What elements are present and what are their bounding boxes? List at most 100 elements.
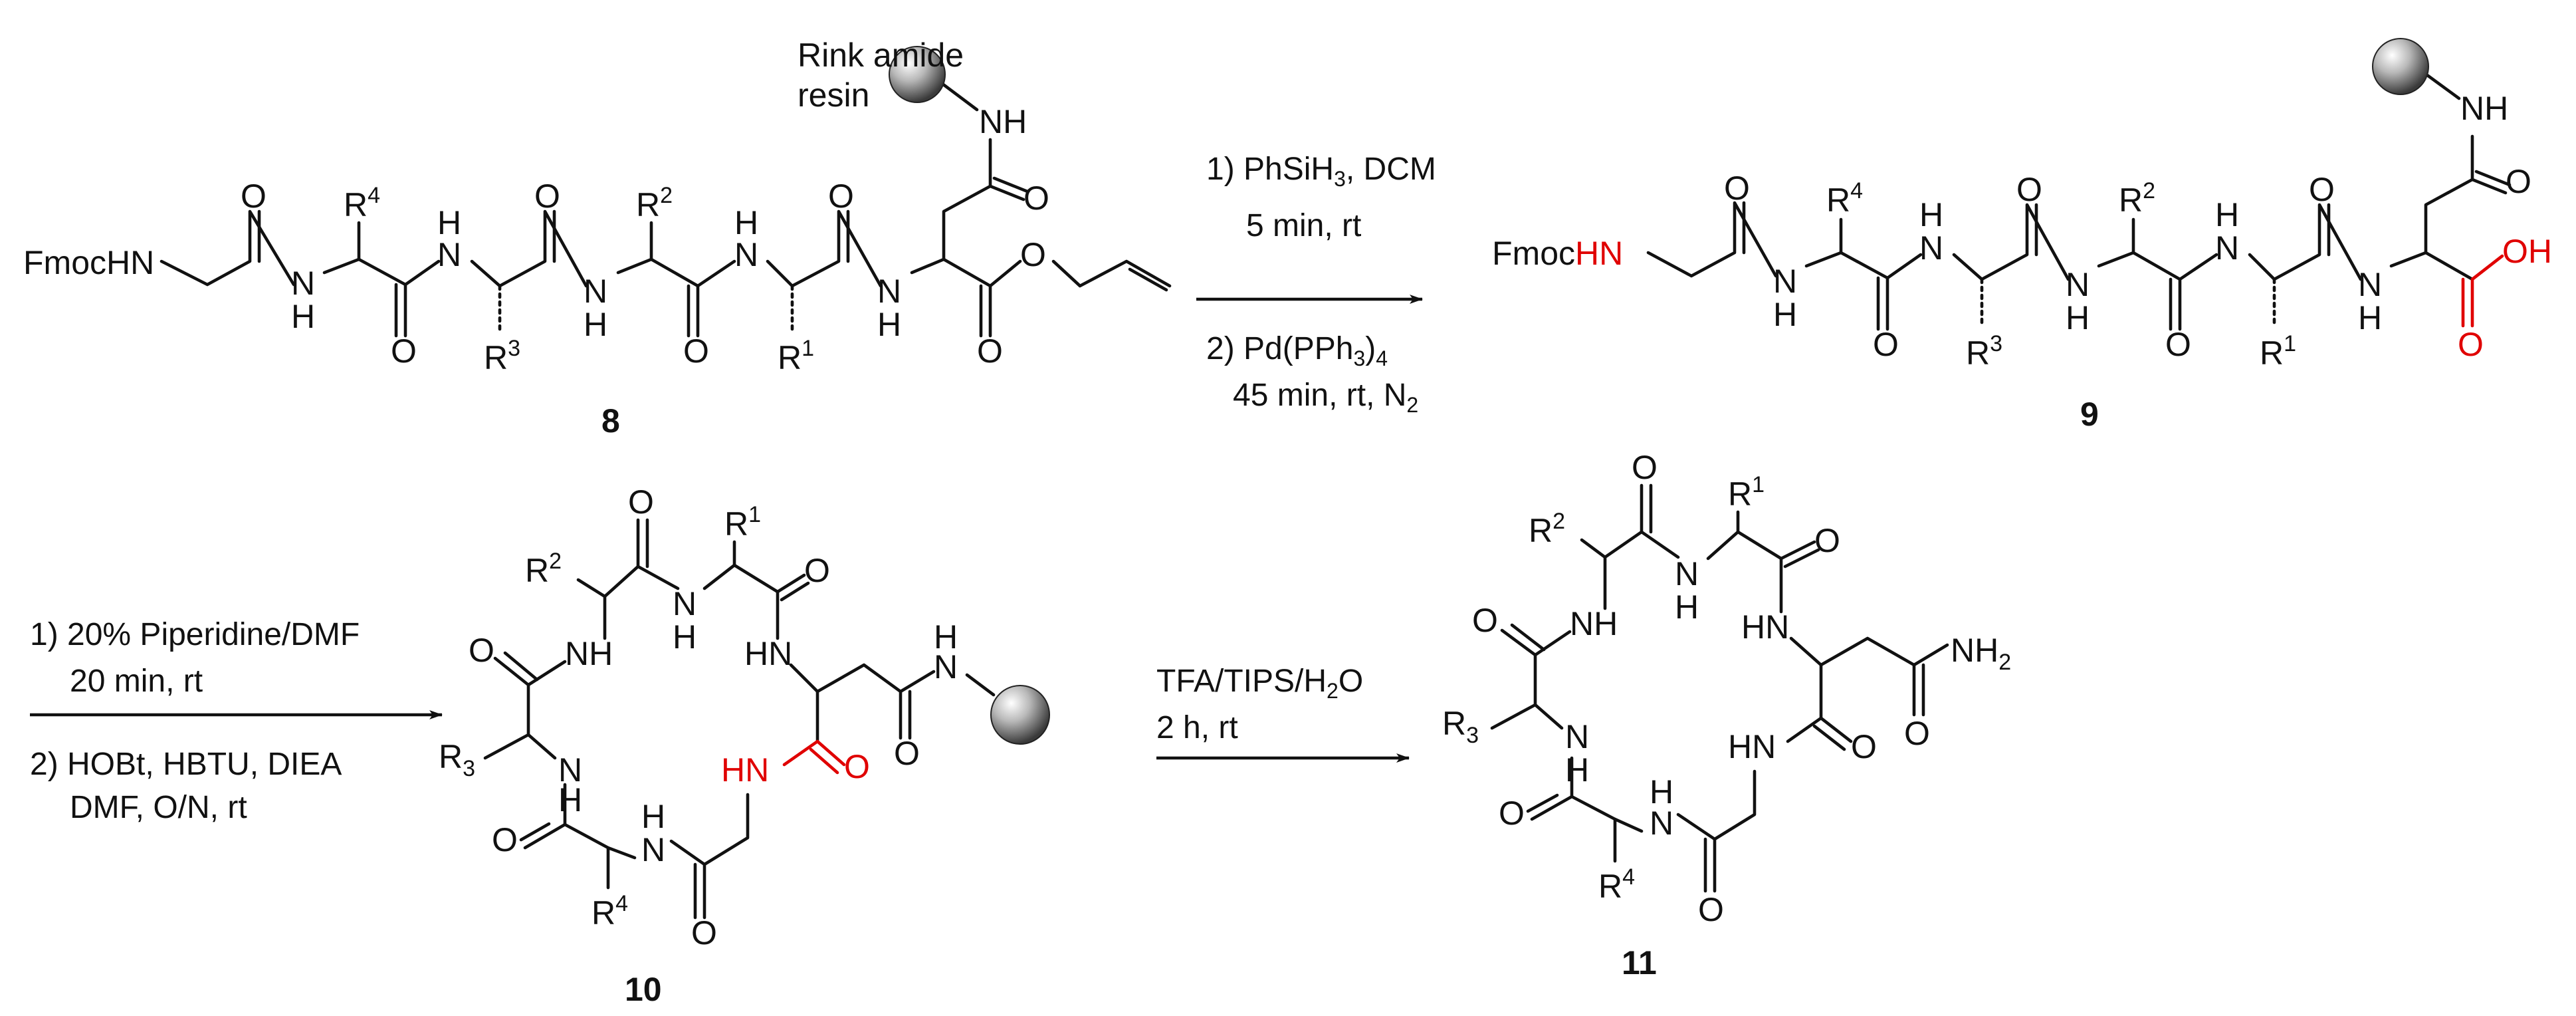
n-9-4: N [2215,229,2239,267]
o-8-5: O [828,178,854,215]
nh-9-side: NH [2460,90,2508,127]
r1-label-9: R1 [2260,331,2296,372]
h-9-1: H [1773,296,1797,333]
step1-line4: 45 min, rt, N2 [1233,378,1418,417]
n-8-5: N [877,273,901,310]
reaction-step-2: 1) 20% Piperidine/DMF 20 min, rt 2) HOBt… [30,617,443,825]
o-8-4: O [683,332,709,370]
r3-label-9: R3 [1966,331,2002,372]
r4-label-9: R4 [1826,178,1863,219]
h-8-4: H [734,204,758,241]
o-8-1: O [241,178,267,215]
o-8-ester: O [1020,236,1046,273]
fmoc-hn-8: FmocHN [23,244,154,281]
o-11-left-bottom: O [1499,795,1525,832]
o-9-3: O [2016,171,2042,208]
o-9-5: O [2309,171,2335,208]
n-9-2: N [1919,229,1943,267]
o-10-r1: O [804,552,830,589]
h-8-1: H [291,298,315,335]
o-11-right: O [1851,728,1877,765]
r2-label-9: R2 [2119,178,2155,219]
o-8-6: O [977,332,1003,370]
hn-10-1: HN [744,635,792,672]
compound-11: R2 O N H R1 O HN O NH2 O HN O H N R4 [1442,449,2011,981]
h-10-left: H [558,781,582,819]
step3-line1: TFA/TIPS/H2O [1156,664,1363,703]
compound-label-8: 8 [601,402,620,440]
o-9-1: O [1724,170,1750,207]
o-11-top: O [1632,449,1658,486]
h-10-1: H [673,618,697,656]
fmoc-9: FmocHN [1492,235,1623,272]
r3-label-10: R3 [439,738,475,781]
o-10-left-bottom: O [492,821,518,858]
o-10-left: O [469,632,494,669]
r2-label-10: R2 [525,549,562,589]
r1-label-8: R1 [778,336,814,376]
step1-line1: 1) PhSiH3, DCM [1206,152,1436,191]
resin-bead-10 [990,685,1050,745]
o-8-3: O [534,178,560,215]
o-11-r1: O [1814,522,1840,559]
compound-10: R2 O N H R1 O HN O H N O HN O H N R [439,483,1050,1008]
n-11-bottom: N [1650,805,1673,842]
o-9-4: O [2165,326,2191,363]
compound-8: FmocHN O N H R4 O H N O R3 N H R2 O H N … [23,37,1172,440]
h-9-2: H [1919,196,1943,233]
nh-10-left: NH [565,635,613,672]
h-8-2: H [437,204,461,241]
h-11-bottom: H [1650,773,1673,811]
nh2-11: NH2 [1951,632,2011,675]
nh-11-left: NH [1570,605,1618,642]
step2-line4: DMF, O/N, rt [70,790,247,825]
o-red-9: O [2458,326,2484,363]
nh-8-side: NH [979,103,1027,140]
o-10-amide: O [894,735,920,772]
n-9-5: N [2358,266,2382,303]
r4-label-10: R4 [591,891,628,932]
n-11-left: N [1565,718,1589,755]
n-8-1: N [291,265,315,302]
step1-line3: 2) Pd(PPh3)4 [1206,331,1388,370]
n-10-left: N [558,751,582,789]
reaction-step-1: 1) PhSiH3, DCM 5 min, rt 2) Pd(PPh3)4 45… [1196,152,1436,417]
resin-bead-8 [889,46,946,103]
n-10-bottom: N [641,831,665,868]
h-11-1: H [1675,588,1699,626]
resin-label-8-line2: resin [798,76,869,114]
o-red-10: O [844,748,870,785]
resin-label-8-line1: Rink amide [798,37,964,74]
r4-label-11: R4 [1598,864,1635,905]
n-11-1: N [1675,555,1699,592]
h-8-3: H [584,306,607,343]
n-8-4: N [734,236,758,273]
n-10-amide: N [934,648,958,686]
r1-label-10: R1 [724,502,761,543]
compound-label-10: 10 [625,971,662,1008]
reaction-step-3: TFA/TIPS/H2O 2 h, rt [1156,664,1410,763]
resin-bead-9 [2372,38,2429,95]
h-9-4: H [2215,196,2239,233]
hn-red-10: HN [721,751,769,789]
step2-line3: 2) HOBt, HBTU, DIEA [30,747,342,782]
hn-11-1: HN [1741,608,1789,646]
r3-label-11: R3 [1442,705,1479,748]
n-9-1: N [1773,263,1797,300]
o-11-amide: O [1904,715,1930,752]
o-10-bottom: O [691,914,717,952]
h-9-3: H [2066,299,2090,336]
hn-11-2: HN [1728,728,1776,765]
r2-label-8: R2 [636,183,673,223]
o-8-side: O [1023,180,1049,217]
o-11-left: O [1472,602,1498,639]
oh-red-9: OH [2502,233,2552,270]
o-11-bottom: O [1698,891,1724,928]
compound-label-9: 9 [2080,396,2099,433]
h-10-amide: H [934,618,958,656]
o-8-2: O [391,332,417,370]
h-10-bottom: H [641,798,665,835]
compound-label-11: 11 [1622,944,1657,981]
step3-line2: 2 h, rt [1156,710,1238,745]
